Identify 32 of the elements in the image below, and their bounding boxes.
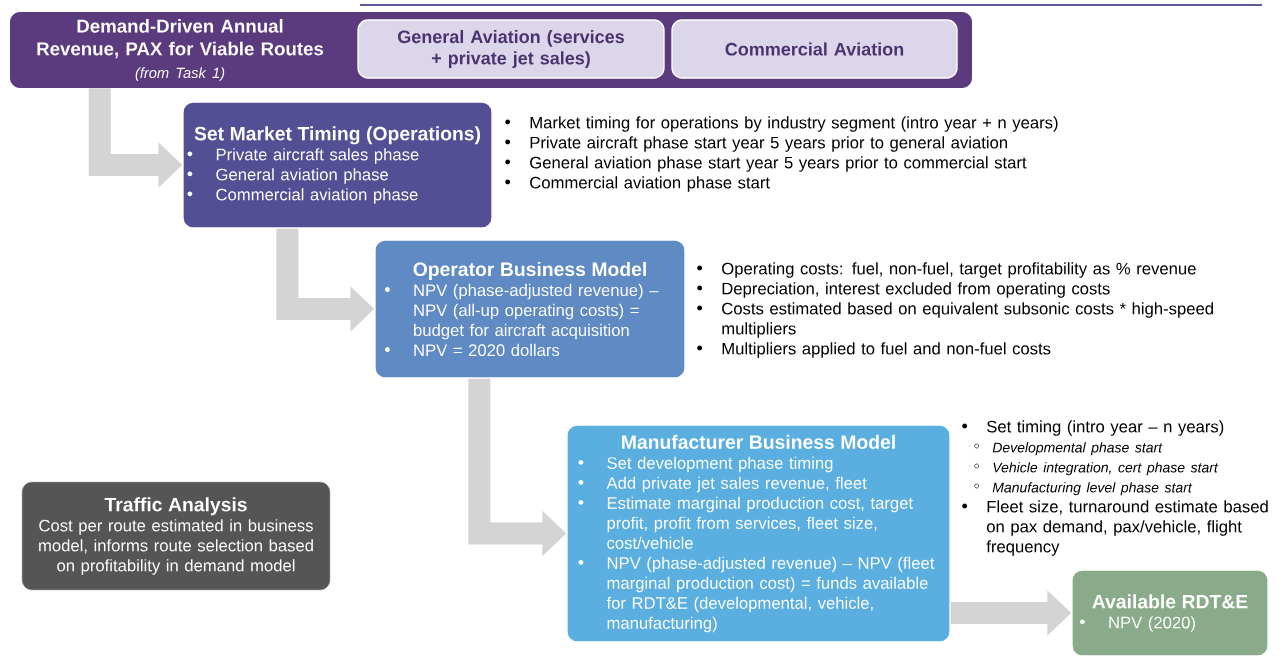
segment-box: General Aviation (services + private jet sales)	[357, 19, 665, 79]
process-box: Set Market Timing (Operations) Private aircraft sales phase General aviation phase Commercial aviation phase	[182, 101, 493, 229]
node-label: Set timing (intro year – n years)	[987, 420, 1224, 436]
segment-box: Commercial Aviation	[671, 19, 958, 79]
node-label: Commercial aviation phase	[216, 188, 418, 204]
node-label: Vehicle integration, cert phase start	[993, 462, 1219, 476]
bullet-list: Market timing for operations by industry segment (intro year + n years) Private aircraft phase start year 5 years prior to general aviation General aviation phase start year 5 years prior to commercial start Commercial aviation phase start	[505, 116, 1058, 192]
process-box: Available RDT&E NPV (2020)	[1071, 569, 1269, 657]
process-box: Manufacturer Business Model Set development phase timing Add private jet sales revenue, fleet Estimate marginal production cost, target profit, profit from services, fleet size, cost/vehicle NPV (phase-adjusted revenue) – NPV (fleet marginal production cost) = funds available for RDT&E (developmental, vehicle, manufacturing)	[566, 424, 951, 643]
node-label: Fleet size, turnaround estimate based on pax demand, pax/vehicle, flight frequency	[986, 500, 1268, 556]
bullet-list: Set timing (intro year – n years) Developmental phase start Vehicle integration, cert phase start Manufacturing level phase start Fleet size, turnaround estimate based on pax demand, pax/vehicle, flight frequency	[962, 420, 1268, 556]
node-label: Add private jet sales revenue, fleet	[606, 476, 867, 493]
node-label: Manufacturing level phase start	[992, 482, 1193, 496]
node-label: Operating costs: fuel, non-fuel, target profitability as % revenue	[722, 262, 1196, 278]
node-label: Commercial aviation phase start	[530, 176, 770, 192]
node-label: Manufacturer Business Model	[622, 434, 895, 449]
node-label: General aviation phase	[216, 168, 388, 184]
node-label: Multipliers applied to fuel and non-fuel costs	[722, 342, 1051, 358]
info-box: Traffic Analysis Cost per route estimated in business model, informs route selection based on profitability in demand model	[21, 481, 331, 591]
node-label: Costs estimated based on equivalent subsonic costs * high-speed multipliers	[722, 302, 1213, 338]
node-label: General aviation phase start year 5 years prior to commercial start	[530, 156, 1027, 172]
node-label: Private aircraft phase start year 5 years prior to general aviation	[530, 136, 1008, 152]
node-label: Estimate marginal production cost, target profit, profit from services, fleet size, cost/vehicle	[607, 496, 913, 549]
node-label: Depreciation, interest excluded from operating costs	[722, 282, 1110, 298]
node-label: Private aircraft sales phase	[216, 148, 419, 164]
process-box: Operator Business Model NPV (phase-adjusted revenue) – NPV (all-up operating costs) = budget for aircraft acquisition NPV = 2020 dollars	[374, 239, 686, 379]
node-label: NPV (phase-adjusted revenue) – NPV (fleet marginal production cost) = funds available for RDT&E (developmental, vehicle, manufacturing)	[606, 556, 935, 633]
bullet-list: Operating costs: fuel, non-fuel, target profitability as % revenue Depreciation, interest excluded from operating costs Costs estimated based on equivalent subsonic costs * high-speed multipliers Multipliers applied to fuel and non-fuel costs	[697, 262, 1213, 358]
node-label: Market timing for operations by industry segment (intro year + n years)	[530, 116, 1058, 132]
node-label: Developmental phase start	[992, 442, 1163, 456]
node-label: Set Market Timing (Operations)	[194, 126, 481, 145]
node-label: Set development phase timing	[607, 456, 833, 473]
